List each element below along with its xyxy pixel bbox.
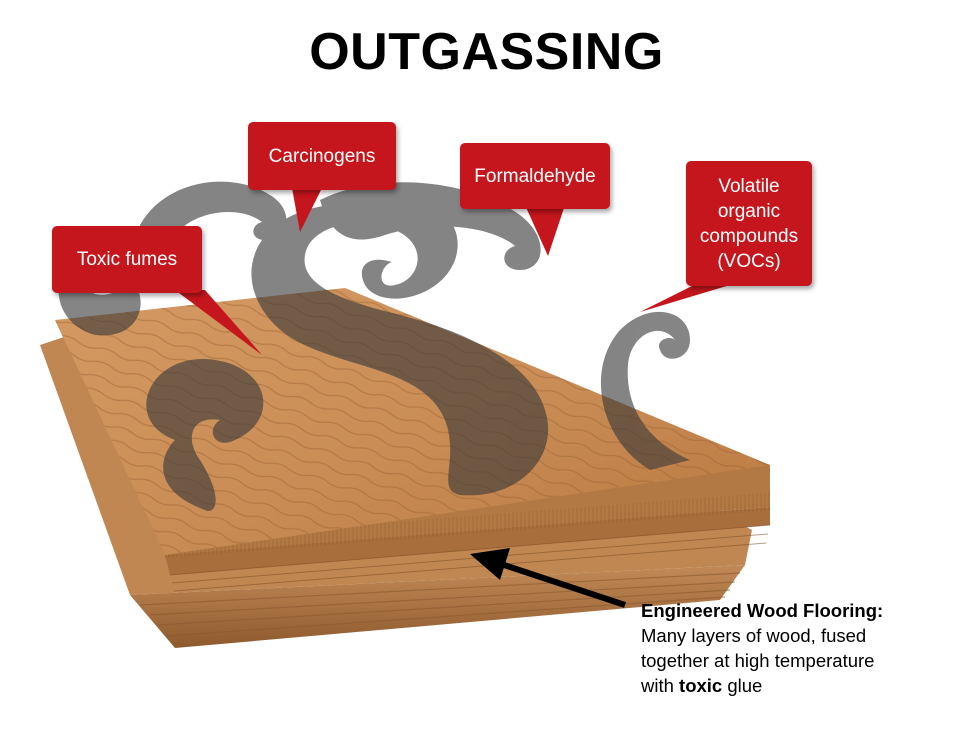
- plank-end-grain: [165, 507, 770, 575]
- smoke-swirl-main: [251, 194, 549, 496]
- callout-toxic-fumes-label: Toxic fumes: [76, 249, 178, 270]
- tail-toxic-fumes: [175, 290, 262, 355]
- callout-vocs-line-3: compounds: [699, 225, 799, 247]
- tail-carcinogens: [292, 188, 322, 232]
- caption-line-3-prefix: with: [641, 675, 680, 696]
- caption-heading: Engineered Wood Flooring:: [641, 600, 884, 621]
- pointer-arrow: [470, 548, 626, 608]
- callout-formaldehyde: Formaldehyde: [460, 143, 610, 209]
- callout-carcinogens: Carcinogens: [248, 122, 396, 190]
- callout-vocs-line-4: (VOCs): [717, 250, 781, 272]
- page-title: OUTGASSING: [309, 23, 664, 81]
- smoke-swirl-right: [600, 311, 690, 470]
- caption-line-2: together at high temperature: [641, 650, 875, 671]
- callout-carcinogens-label: Carcinogens: [268, 145, 376, 167]
- caption-line-1: Many layers of wood, fused: [641, 625, 867, 646]
- tail-vocs: [640, 282, 740, 312]
- smoke-swirl-top: [140, 181, 287, 264]
- callout-tails: [175, 188, 740, 355]
- callout-vocs: Volatile organic compounds (VOCs): [686, 161, 812, 286]
- callout-formaldehyde-label: Formaldehyde: [474, 165, 596, 187]
- tail-formaldehyde: [525, 205, 565, 256]
- callout-vocs-line-2: organic: [717, 200, 781, 222]
- flooring-caption: Engineered Wood Flooring: Many layers of…: [641, 598, 961, 698]
- callout-vocs-line-1: Volatile: [718, 175, 780, 197]
- caption-line-3-suffix: glue: [722, 675, 763, 696]
- callout-toxic-fumes: Toxic fumes: [52, 226, 202, 293]
- caption-toxic-emphasis: toxic: [679, 675, 723, 696]
- smoke-swirl-left: [146, 359, 264, 511]
